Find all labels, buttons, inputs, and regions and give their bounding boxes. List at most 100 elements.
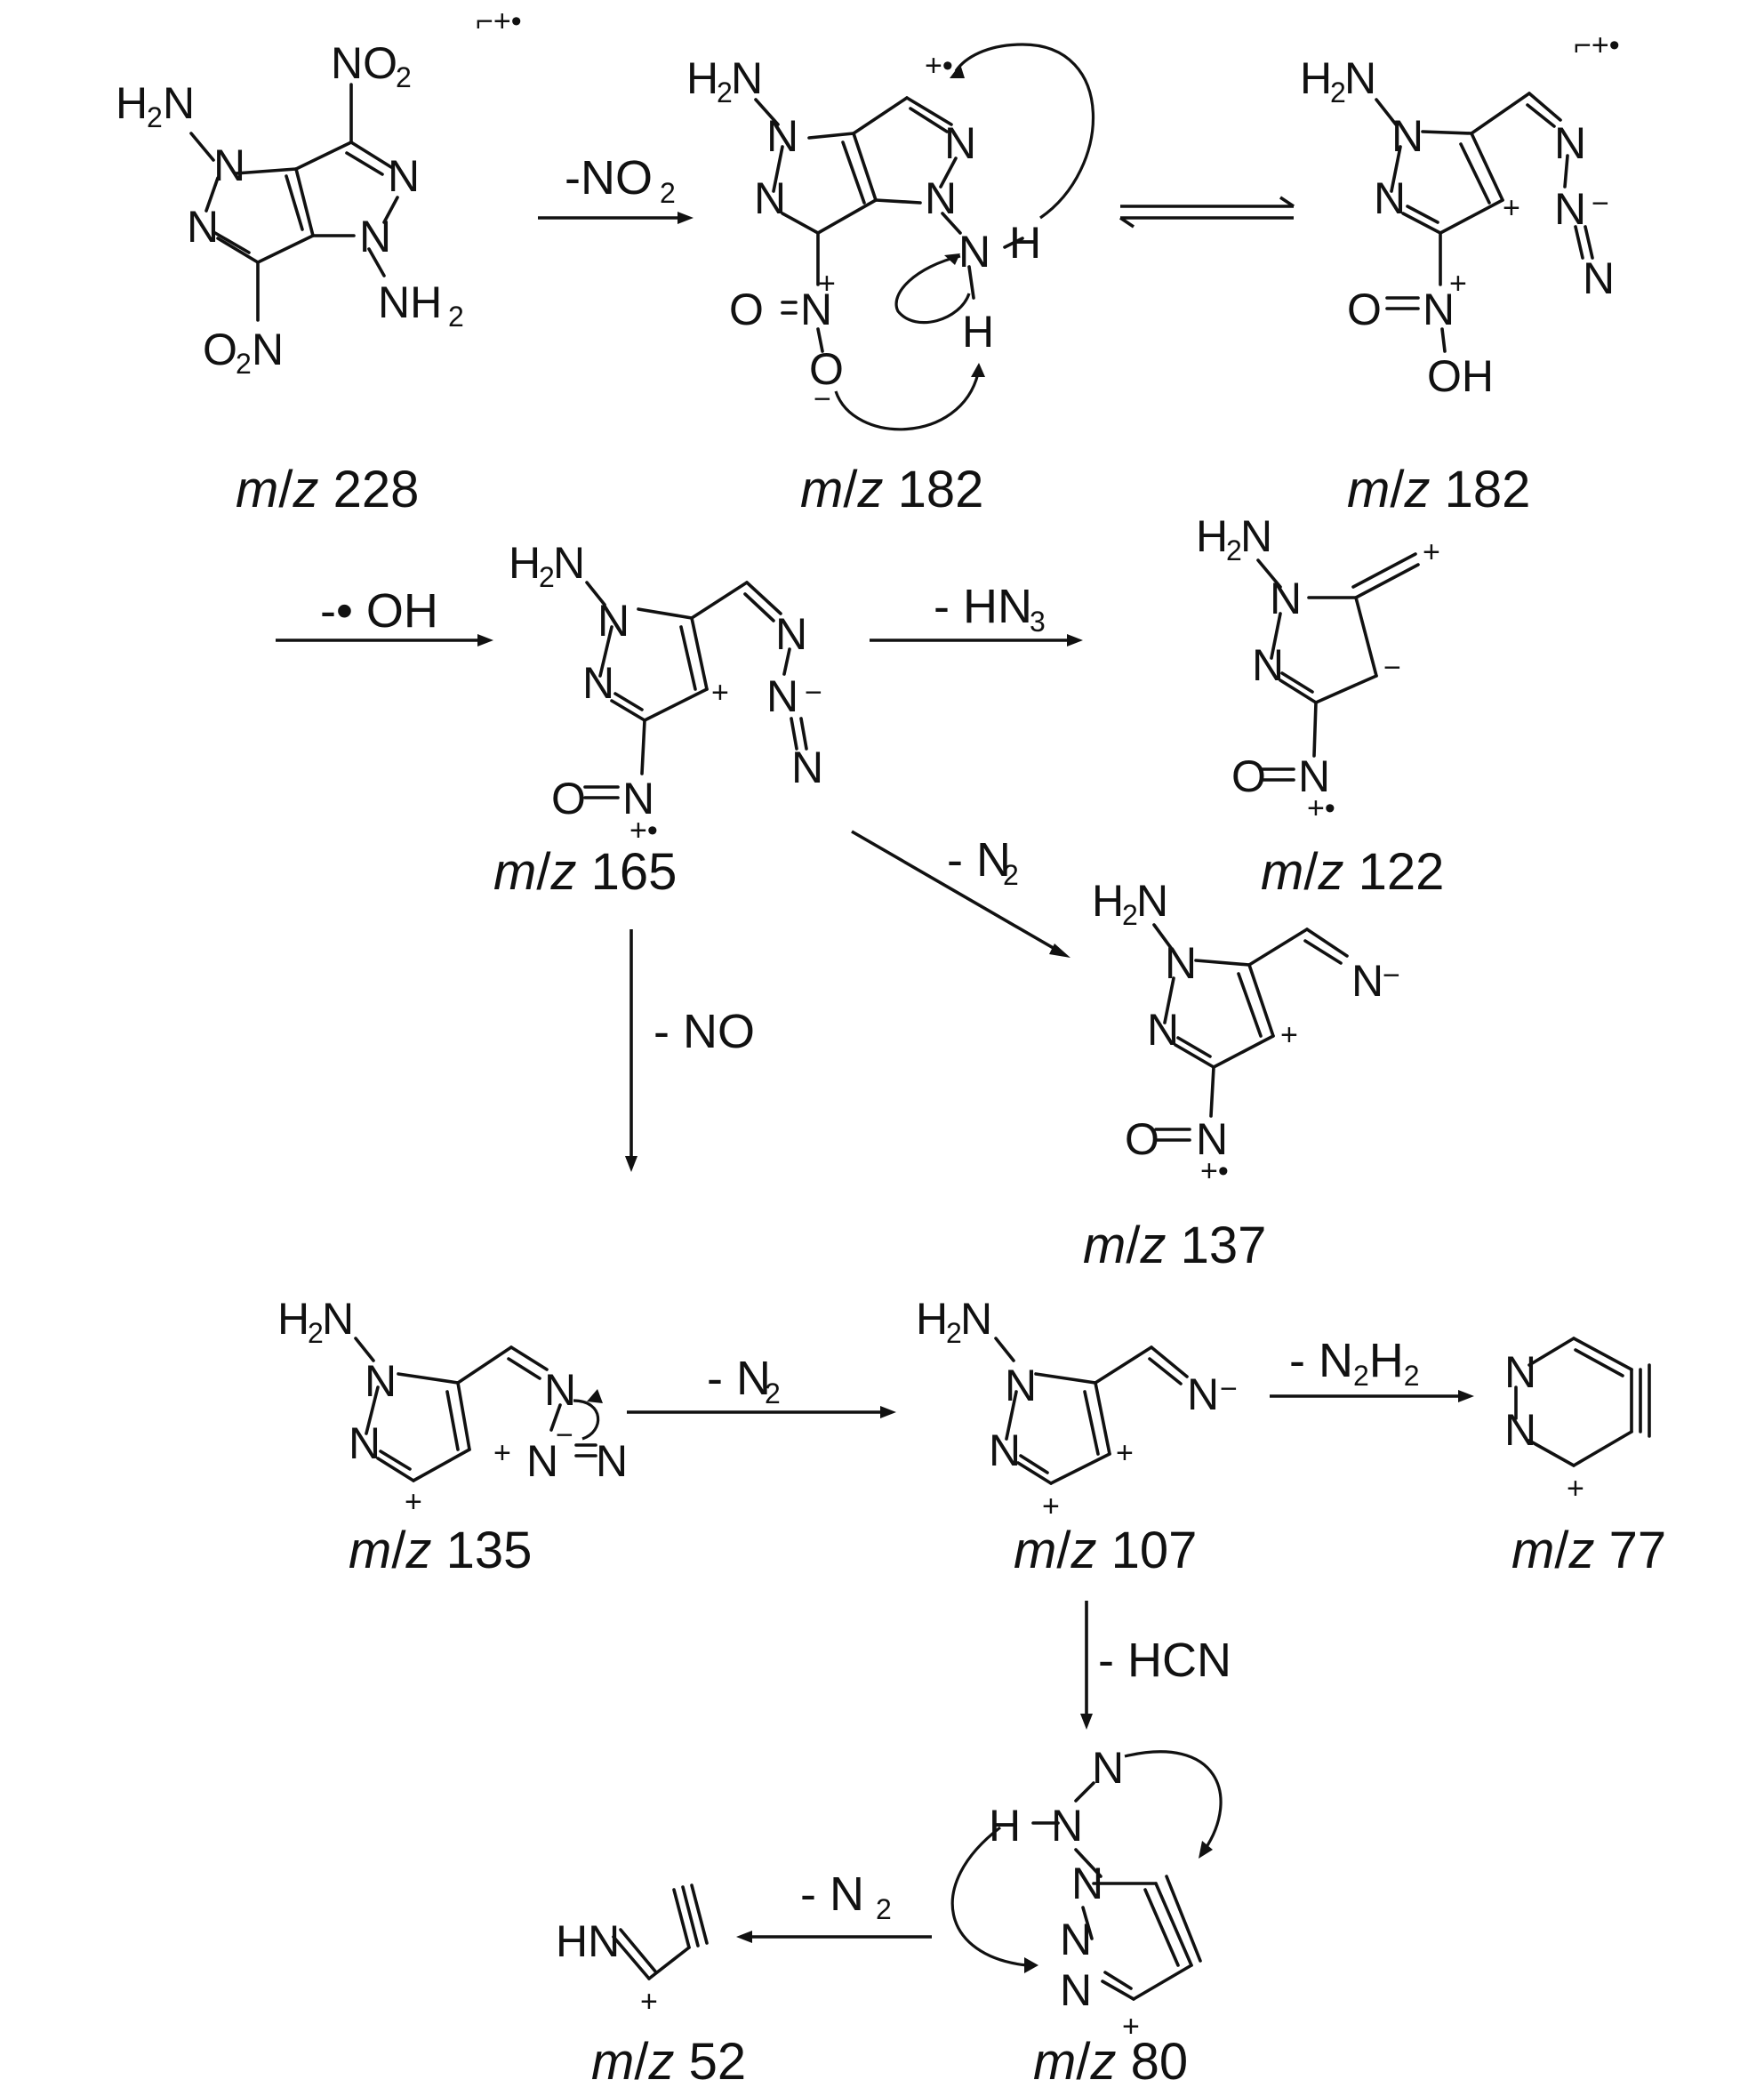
atom-label: N [1071,1859,1103,1908]
atom-subscript: 2 [448,301,464,333]
structure-mz80 [950,1750,1223,2001]
step-hcn-label: - HCN [1098,1634,1231,1687]
svg-text:m/z 107: m/z 107 [1014,1522,1197,1579]
labels-mz228: H 2 N N N NO 2 N N NH 2 O 2 N ⌐+• [116,4,522,380]
svg-text:m/z 228: m/z 228 [236,461,419,518]
atom-label: N [1504,1405,1536,1455]
step-n2c-subscript: 2 [876,1893,892,1925]
atom-label: N [187,202,219,252]
labels-mz135: H 2 N N N N N − N + + [277,1294,628,1519]
step-oh-label: -• OH [320,584,438,638]
charge-label: − [814,382,831,416]
equilibrium-arrow [1119,196,1295,229]
atom-label: N [791,743,823,792]
atom-label: N [766,671,798,721]
atom-label: N [1374,173,1406,223]
atom-label: N [582,658,614,708]
labels-mz52: HN + [556,1916,658,2019]
atom-label: N [622,774,654,823]
atom-label: N [365,1356,397,1406]
atom-subscript: 2 [1226,534,1242,566]
atom-label: N [1187,1369,1219,1419]
atom-label: H [1092,876,1124,926]
radical-cation-mark: +• [1200,1154,1229,1188]
atom-label: NO [331,38,397,88]
atom-label: H [1196,511,1228,561]
atom-subscript: 2 [946,1317,962,1349]
atom-label: N [163,78,195,128]
charge-label: + [1503,191,1520,225]
step-n2c-label: - N [800,1867,864,1921]
step-n2b-label: - N [707,1352,771,1405]
atom-label: H [1300,53,1332,103]
charge-label: + [1423,535,1440,569]
labels-mz107: H 2 N N N N − + + [916,1294,1238,1523]
atom-label: O [1347,285,1382,334]
atom-label: N [754,173,786,223]
atom-subscript: 2 [308,1317,324,1349]
atom-label: N [388,151,420,201]
atom-label: N [1092,1743,1124,1793]
structure-mz77 [1514,1337,1651,1467]
atom-label: HN [556,1916,620,1966]
structure-mz52 [612,1883,709,1980]
atom-label: N [960,1294,992,1344]
structure-mz182a [754,43,1095,431]
atom-label: N [1240,511,1272,561]
charge-label: − [1592,187,1609,221]
atom-label: N [1351,956,1383,1006]
atom-label: N [1165,938,1197,988]
charge-label: + [711,676,729,710]
atom-label: O [729,285,764,334]
atom-label: N [597,596,629,646]
atom-label: N [1554,118,1586,168]
charge-label: + [640,1985,658,2019]
labels-mz77: N N + [1504,1347,1584,1506]
atom-label: O [551,774,586,823]
atom-label: O [1125,1114,1159,1164]
atom-label: N [944,118,976,168]
mz-label-182a: m/z 182 [800,461,983,518]
atom-label: H [509,538,541,588]
atom-subscript: 2 [396,61,412,93]
atom-label: N [553,538,585,588]
labels-mz122: H 2 N N N + − N O +• [1196,511,1440,825]
atom-label: N [1298,751,1330,801]
step-n2a-label: - N [947,833,1011,887]
labels-mz182a: H 2 N N N N N N H H N + O O − +• [686,49,1041,416]
charge-label: − [556,1418,573,1452]
charge-label: + [1116,1436,1134,1470]
atom-label: N [731,53,763,103]
atom-label: N [322,1294,354,1344]
mz-label-165: m/z 165 [493,843,677,901]
atom-label: N [989,1425,1021,1475]
svg-text:m/z 182: m/z 182 [800,461,983,518]
structure-mz135 [354,1337,603,1482]
labels-mz182b: H 2 N N N N N − N + N + O OH ⌐+• [1300,28,1620,401]
svg-text:m/z 182: m/z 182 [1347,461,1530,518]
mz-label-52: m/z 52 [591,2033,746,2080]
charge-label: − [1383,651,1401,685]
atom-label: O [203,325,237,374]
structure-mz137 [1152,923,1349,1142]
atom-label: N [958,227,990,277]
atom-subscript: 2 [539,561,555,593]
svg-text:m/z 52: m/z 52 [591,2033,746,2080]
step-n2b-subscript: 2 [765,1377,781,1409]
mz-label-135: m/z 135 [349,1522,532,1579]
charge-label: + [1280,1018,1298,1052]
charge-label: + [1567,1472,1584,1506]
atom-label: N [1344,53,1376,103]
structure-mz107 [994,1337,1189,1485]
atom-subscript: 2 [236,348,252,380]
atom-label: N [800,285,832,334]
labels-mz165: H 2 N N N N N − N + N O +• [509,538,823,847]
step-n2a-subscript: 2 [1003,859,1019,891]
atom-label: N [1196,1114,1228,1164]
atom-label: N [213,141,245,190]
charge-label: + [1449,267,1467,301]
atom-label: N [1504,1347,1536,1397]
mz-label-228: m/z 228 [236,461,419,518]
charge-label: − [805,676,822,710]
arrow-n2-loss-diagonal [851,830,1063,955]
